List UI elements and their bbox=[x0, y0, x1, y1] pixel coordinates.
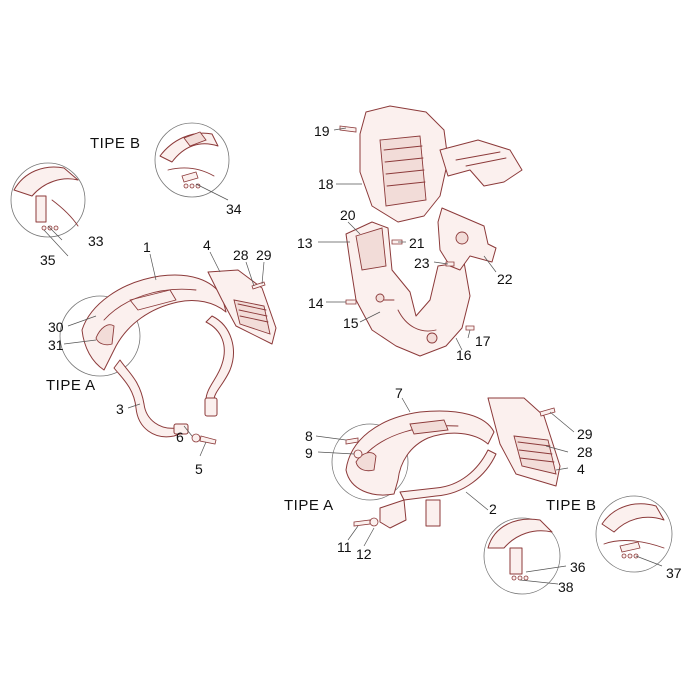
mudguard-shell-part-7 bbox=[345, 410, 495, 496]
part-number-20: 20 bbox=[340, 207, 356, 223]
part-number-2: 2 bbox=[489, 501, 497, 517]
screw-part-11 bbox=[353, 519, 371, 527]
part-number-36: 36 bbox=[570, 559, 586, 575]
screw-part-14 bbox=[345, 299, 357, 305]
group-label-tipe-b-top: TIPE B bbox=[90, 135, 141, 152]
part-number-17: 17 bbox=[475, 333, 491, 349]
part-number-9: 9 bbox=[305, 445, 313, 461]
part-number-23: 23 bbox=[414, 255, 430, 271]
part-number-28-right: 28 bbox=[577, 444, 593, 460]
part-number-19: 19 bbox=[314, 123, 330, 139]
part-number-7: 7 bbox=[395, 385, 403, 401]
part-number-12: 12 bbox=[356, 546, 372, 562]
washer-part-12 bbox=[369, 517, 379, 527]
part-number-22: 22 bbox=[497, 271, 513, 287]
part-number-35: 35 bbox=[40, 252, 56, 268]
part-number-21: 21 bbox=[409, 235, 425, 251]
part-number-29-right: 29 bbox=[577, 426, 593, 442]
part-number-29-left: 29 bbox=[256, 247, 272, 263]
screw-part-29-right bbox=[539, 407, 556, 417]
part-number-31: 31 bbox=[48, 337, 64, 353]
part-number-13: 13 bbox=[297, 235, 313, 251]
screw-part-8 bbox=[345, 437, 359, 445]
screw-part-21 bbox=[391, 239, 403, 245]
part-number-4-left: 4 bbox=[203, 237, 211, 253]
mudguard-shell-part-1 bbox=[81, 274, 227, 371]
part-number-37: 37 bbox=[666, 565, 682, 581]
washer-part-9 bbox=[353, 449, 363, 459]
screw-washer-part-5-6 bbox=[191, 433, 217, 445]
leader-lines bbox=[43, 127, 663, 585]
detail-tipe-b-bottom-right bbox=[595, 495, 673, 573]
detail-tipe-a-top bbox=[10, 162, 86, 238]
screw-part-19 bbox=[339, 125, 357, 133]
part-number-8: 8 bbox=[305, 428, 313, 444]
hose-part-2 bbox=[399, 449, 497, 501]
detail-tipe-b-top bbox=[154, 122, 230, 198]
part-number-5: 5 bbox=[195, 461, 203, 477]
screw-part-17 bbox=[465, 325, 475, 331]
top-center-assembly bbox=[339, 105, 523, 357]
part-number-14: 14 bbox=[308, 295, 324, 311]
group-label-tipe-b-bottom: TIPE B bbox=[546, 497, 597, 514]
left-mudguard-assembly bbox=[59, 269, 277, 445]
part-number-34: 34 bbox=[226, 201, 242, 217]
screw-part-23 bbox=[445, 261, 455, 267]
part-number-28-left: 28 bbox=[233, 247, 249, 263]
part-number-38: 38 bbox=[558, 579, 574, 595]
detail-tipe-a-bottom-right bbox=[483, 517, 561, 595]
group-label-tipe-a-left: TIPE A bbox=[46, 377, 96, 394]
group-label-tipe-a-bottom: TIPE A bbox=[284, 497, 334, 514]
bottom-right-assembly bbox=[331, 397, 561, 529]
part-number-11: 11 bbox=[337, 539, 352, 555]
part-number-16: 16 bbox=[456, 347, 472, 363]
part-number-6: 6 bbox=[176, 429, 184, 445]
part-number-4-right: 4 bbox=[577, 461, 585, 477]
part-number-3: 3 bbox=[116, 401, 124, 417]
part-number-1: 1 bbox=[143, 239, 151, 255]
part-number-33: 33 bbox=[88, 233, 104, 249]
part-number-15: 15 bbox=[343, 315, 359, 331]
part-number-30: 30 bbox=[48, 319, 64, 335]
part-number-18: 18 bbox=[318, 176, 334, 192]
